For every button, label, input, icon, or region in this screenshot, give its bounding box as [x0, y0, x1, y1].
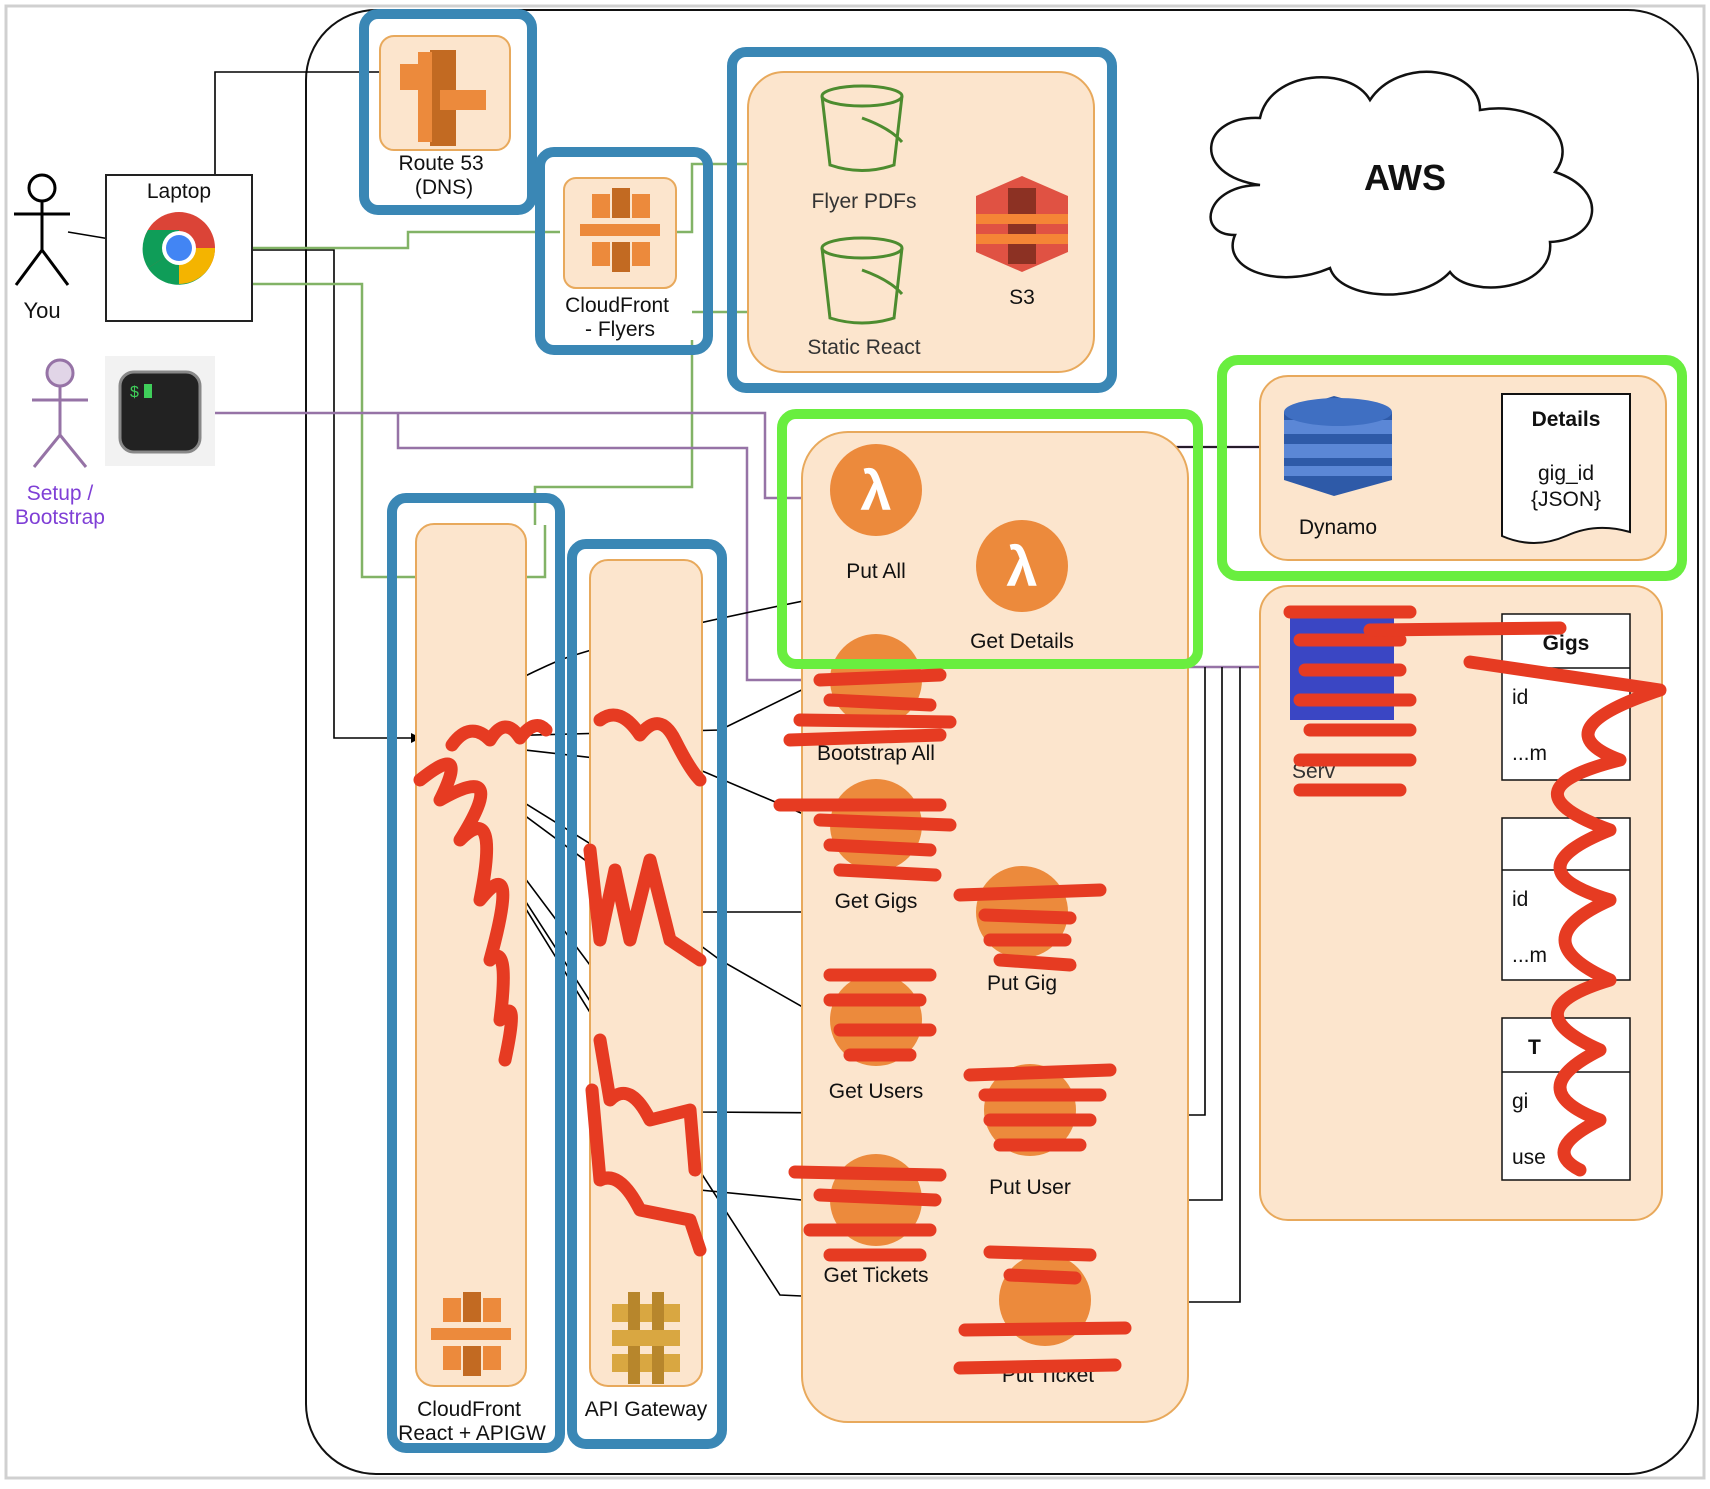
users-row2: ...m [1512, 944, 1547, 967]
bucket-flyers-icon [820, 84, 904, 172]
terminal-icon: $ [105, 356, 215, 466]
cf-react-line2: React + APIGW [398, 1422, 546, 1445]
s3-highlight [727, 47, 1117, 393]
tickets-title: T [1528, 1036, 1541, 1059]
you-label: You [23, 298, 60, 323]
bucket-flyers-label: Flyer PDFs [812, 190, 917, 213]
get-tickets-label: Get Tickets [823, 1264, 928, 1287]
cf-react-line1: CloudFront [417, 1398, 521, 1421]
svg-text:$: $ [130, 384, 139, 401]
cf-flyers-line1: CloudFront [565, 294, 669, 317]
details-line2: {JSON} [1531, 488, 1601, 511]
route53-icon [400, 50, 486, 146]
cf-flyers-icon [580, 188, 660, 272]
put-user-label: Put User [989, 1176, 1071, 1199]
laptop-route53-line [214, 67, 401, 175]
put-all-label: Put All [846, 560, 906, 583]
route53-highlight [359, 9, 537, 215]
users-row1: id [1512, 888, 1528, 911]
get-gigs-label: Get Gigs [835, 890, 918, 913]
cf-flyers-label: CloudFront - Flyers [565, 294, 675, 341]
laptop-cfreact-line [252, 249, 421, 743]
laptop-cfflyers-line [252, 230, 560, 250]
cf-flyers-highlight [535, 147, 713, 355]
dynamo-label: Dynamo [1299, 516, 1377, 539]
put-gig-label: Put Gig [987, 972, 1057, 995]
get-details-label: Get Details [970, 630, 1074, 653]
setup-putall-line [215, 411, 823, 505]
dynamo-icon [1284, 396, 1392, 496]
apigw-highlight [567, 539, 727, 1449]
setup-label-line1: Setup / [27, 482, 94, 505]
cf-flyers-line2: - Flyers [585, 318, 655, 341]
laptop-cfreact-green-line [252, 282, 547, 579]
s3-label: S3 [1009, 286, 1035, 309]
route53-line2: (DNS) [415, 176, 473, 199]
setup-bootstrap-line [396, 413, 823, 687]
aws-container [305, 9, 1699, 1475]
cf-react-icon [431, 1292, 511, 1376]
setup-label: Setup /Bootstrap [15, 482, 105, 529]
svg-text:λ: λ [1006, 535, 1037, 598]
details-line1: gig_id [1538, 462, 1594, 485]
gigs-title: Gigs [1543, 632, 1590, 655]
get-users-label: Get Users [829, 1080, 924, 1103]
aws-cloud: AWS [1209, 70, 1594, 296]
api-gateway-label: API Gateway [585, 1398, 708, 1421]
details-title: Details [1532, 408, 1601, 431]
setup-actor [32, 358, 88, 468]
gigs-row2: ...m [1512, 742, 1547, 765]
lambda-highlight [777, 409, 1203, 669]
api-gateway-icon [612, 1292, 680, 1384]
gigs-row1: id [1512, 686, 1528, 709]
laptop-box [105, 174, 253, 322]
cf-react-label: CloudFront React + APIGW [398, 1398, 546, 1445]
setup-label-line2: Bootstrap [15, 506, 105, 529]
redaction-scribbles [413, 605, 1667, 1375]
laptop-label: Laptop [147, 180, 211, 203]
bootstrap-all-label: Bootstrap All [817, 742, 935, 765]
route53-label: Route 53 (DNS) [398, 152, 489, 199]
dynamo-highlight [1217, 355, 1687, 581]
aws-label: AWS [1364, 157, 1446, 198]
chrome-icon [142, 212, 215, 285]
tickets-row2: use [1512, 1146, 1546, 1169]
bucket-react-label: Static React [807, 336, 920, 359]
lambda-put-all: λ [830, 444, 922, 536]
details-document: Details gig_id {JSON} [1501, 393, 1631, 544]
s3-icon [976, 176, 1068, 272]
cf-react-highlight [387, 493, 565, 1453]
lambda-get-details: λ [976, 520, 1068, 612]
you-actor [14, 173, 70, 286]
svg-text:λ: λ [860, 459, 891, 522]
bucket-react-icon [820, 236, 904, 325]
route53-line1: Route 53 [398, 152, 483, 175]
tickets-row1: gi [1512, 1090, 1528, 1113]
lambda-put-user [984, 1064, 1076, 1156]
